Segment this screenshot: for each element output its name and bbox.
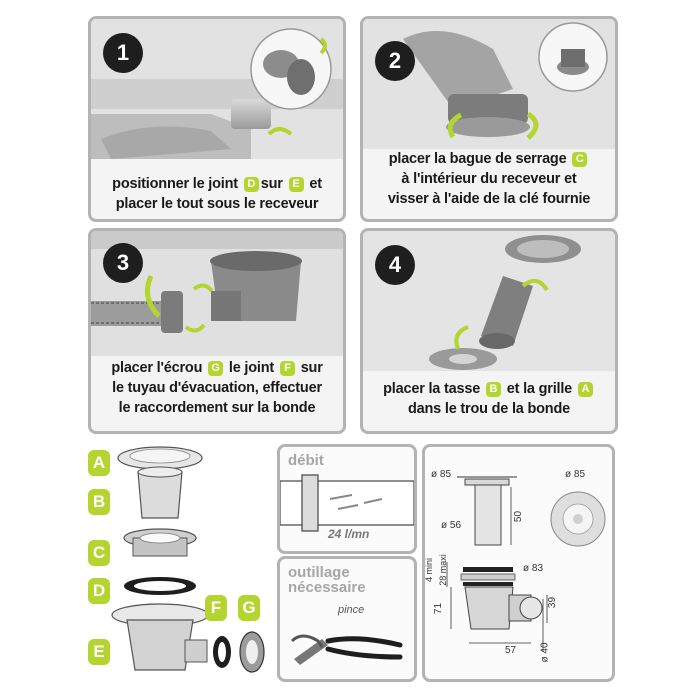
part-label-e: E (88, 639, 110, 665)
part-badge-b: B (485, 381, 501, 397)
pipe-illustration (280, 474, 414, 532)
part-badge-e: E (288, 176, 304, 192)
outillage-panel: outillage nécessaire pince (277, 556, 417, 682)
dim-mini: 4 mini (424, 557, 435, 583)
step-2-panel: 2 placer la bague de serrage C à l'intér… (360, 16, 618, 222)
parts-illustration (111, 446, 265, 673)
dim-maxi: 28 maxi (437, 554, 448, 586)
part-badge-a: A (577, 381, 593, 397)
step-number: 1 (103, 33, 143, 73)
dim-d83: ø 83 (523, 563, 544, 574)
step-4-panel: 4 placer la tasse B et la grille A dans … (360, 228, 618, 434)
dim-d85-left: ø 85 (431, 469, 452, 480)
step-number: 2 (375, 41, 415, 81)
outillage-title-line2: nécessaire (288, 579, 366, 596)
part-badge-g: G (208, 360, 224, 376)
dimensions-panel: ø 85 ø 85 ø 56 50 4 mini 28 maxi ø 83 71… (422, 444, 615, 682)
step-1-illustration (91, 19, 343, 159)
step-2-caption: placer la bague de serrage C à l'intérie… (387, 151, 591, 207)
dim-d40: ø 40 (539, 642, 551, 663)
part-label-d: D (88, 578, 110, 604)
step-4-caption: placer la tasse B et la grille A dans le… (363, 379, 615, 419)
debit-panel: débit 24 l/mn (277, 444, 417, 554)
pliers-icon (290, 634, 403, 665)
part-badge-d: D (243, 176, 259, 192)
part-badge-c: C (572, 151, 588, 167)
step-3-panel: 3 placer l'écrou G le joint F sur le tuy… (88, 228, 346, 434)
parts-exploded-view: A B C D E F G (85, 440, 275, 680)
part-label-g: G (238, 595, 260, 621)
dim-d56: ø 56 (441, 520, 462, 531)
part-label-c: C (88, 540, 110, 566)
debit-value: 24 l/mn (328, 527, 370, 541)
dim-d85-right: ø 85 (565, 469, 586, 480)
step-2-illustration (363, 19, 615, 149)
dim-h39: 39 (547, 596, 559, 609)
part-label-a: A (88, 450, 110, 476)
tool-label: pince (338, 604, 365, 616)
dim-h71: 71 (433, 602, 445, 615)
part-badge-f: F (279, 360, 295, 376)
debit-title: débit (288, 452, 324, 469)
dimension-drawing (446, 476, 606, 652)
step-3-caption: placer l'écrou G le joint F sur le tuyau… (111, 360, 323, 416)
outillage-title-line1: outillage (288, 564, 350, 581)
part-label-b: B (88, 489, 110, 515)
dim-h50: 50 (513, 510, 525, 523)
step-number: 3 (103, 243, 143, 283)
part-label-f: F (205, 595, 227, 621)
dim-w57: 57 (505, 645, 517, 656)
step-number: 4 (375, 245, 415, 285)
